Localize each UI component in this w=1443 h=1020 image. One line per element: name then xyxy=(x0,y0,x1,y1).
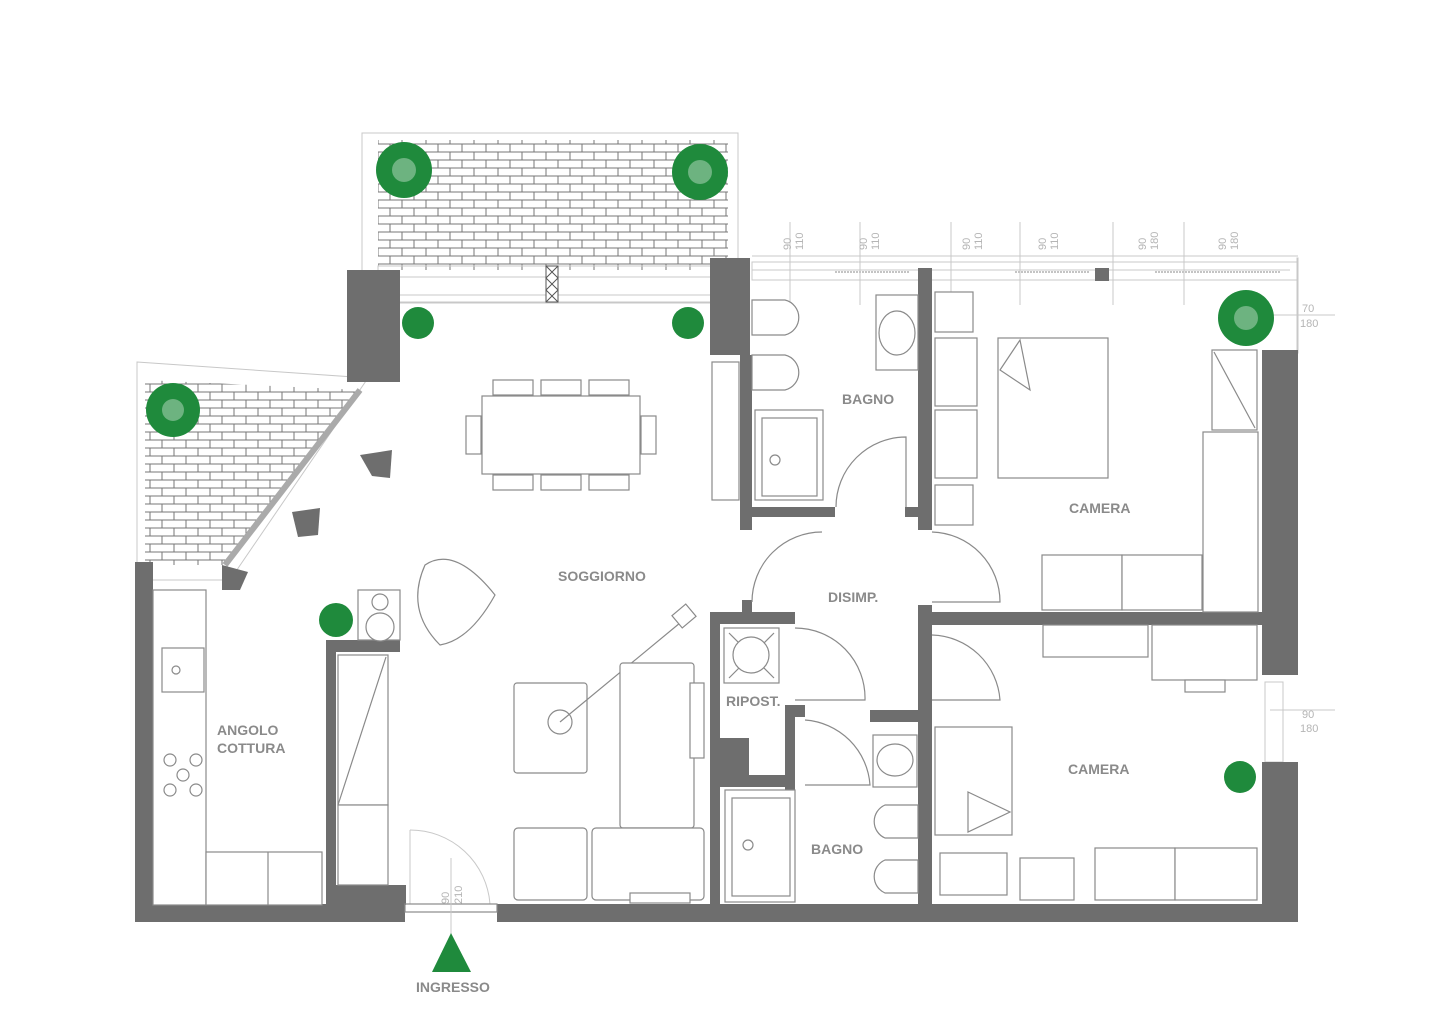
window-dimensions: 90 110 90 110 90 110 90 110 90 180 90 18… xyxy=(782,232,1318,735)
plant-icon xyxy=(376,142,432,198)
plant-icon xyxy=(402,307,434,339)
label-ingresso: INGRESSO xyxy=(416,979,490,995)
svg-text:90: 90 xyxy=(1302,709,1314,721)
plant-icon xyxy=(146,383,200,437)
label-soggiorno: SOGGIORNO xyxy=(558,568,646,584)
furniture xyxy=(152,291,1259,906)
svg-text:90: 90 xyxy=(1137,238,1149,250)
svg-text:180: 180 xyxy=(1229,232,1241,250)
doors xyxy=(404,436,1001,913)
top-windows xyxy=(751,222,1335,763)
label-ripostiglio: RIPOST. xyxy=(726,693,780,709)
plant-icon xyxy=(672,307,704,339)
room-labels: SOGGIORNO ANGOLO COTTURA BAGNO DISIMP. R… xyxy=(217,391,1130,857)
svg-text:90: 90 xyxy=(858,238,870,250)
svg-text:70: 70 xyxy=(1302,303,1314,315)
label-angolo: ANGOLO xyxy=(217,722,279,738)
svg-text:110: 110 xyxy=(794,232,806,250)
svg-text:180: 180 xyxy=(1300,723,1318,735)
svg-text:180: 180 xyxy=(1149,232,1161,250)
label-bagno-bottom: BAGNO xyxy=(811,841,863,857)
svg-text:110: 110 xyxy=(870,232,882,250)
plant-icon xyxy=(319,603,353,637)
plant-icon xyxy=(1224,761,1256,793)
plant-icon xyxy=(1218,290,1274,346)
svg-text:110: 110 xyxy=(1049,232,1061,250)
entrance-arrow-icon xyxy=(432,933,471,972)
plants xyxy=(146,142,1274,793)
label-camera-top: CAMERA xyxy=(1069,500,1130,516)
svg-text:90: 90 xyxy=(961,238,973,250)
plant-icon xyxy=(672,144,728,200)
svg-text:210: 210 xyxy=(453,886,465,904)
entrance: 90 210 INGRESSO xyxy=(416,858,490,995)
svg-text:90: 90 xyxy=(440,892,452,904)
label-camera-bottom: CAMERA xyxy=(1068,761,1129,777)
svg-text:90: 90 xyxy=(1217,238,1229,250)
svg-text:110: 110 xyxy=(973,232,985,250)
svg-text:180: 180 xyxy=(1300,318,1318,330)
walls xyxy=(135,258,1298,922)
label-cottura: COTTURA xyxy=(217,740,285,756)
svg-text:90: 90 xyxy=(782,238,794,250)
terrace-top xyxy=(361,132,739,304)
label-bagno-top: BAGNO xyxy=(842,391,894,407)
label-disimpegno: DISIMP. xyxy=(828,589,878,605)
svg-text:90: 90 xyxy=(1037,238,1049,250)
